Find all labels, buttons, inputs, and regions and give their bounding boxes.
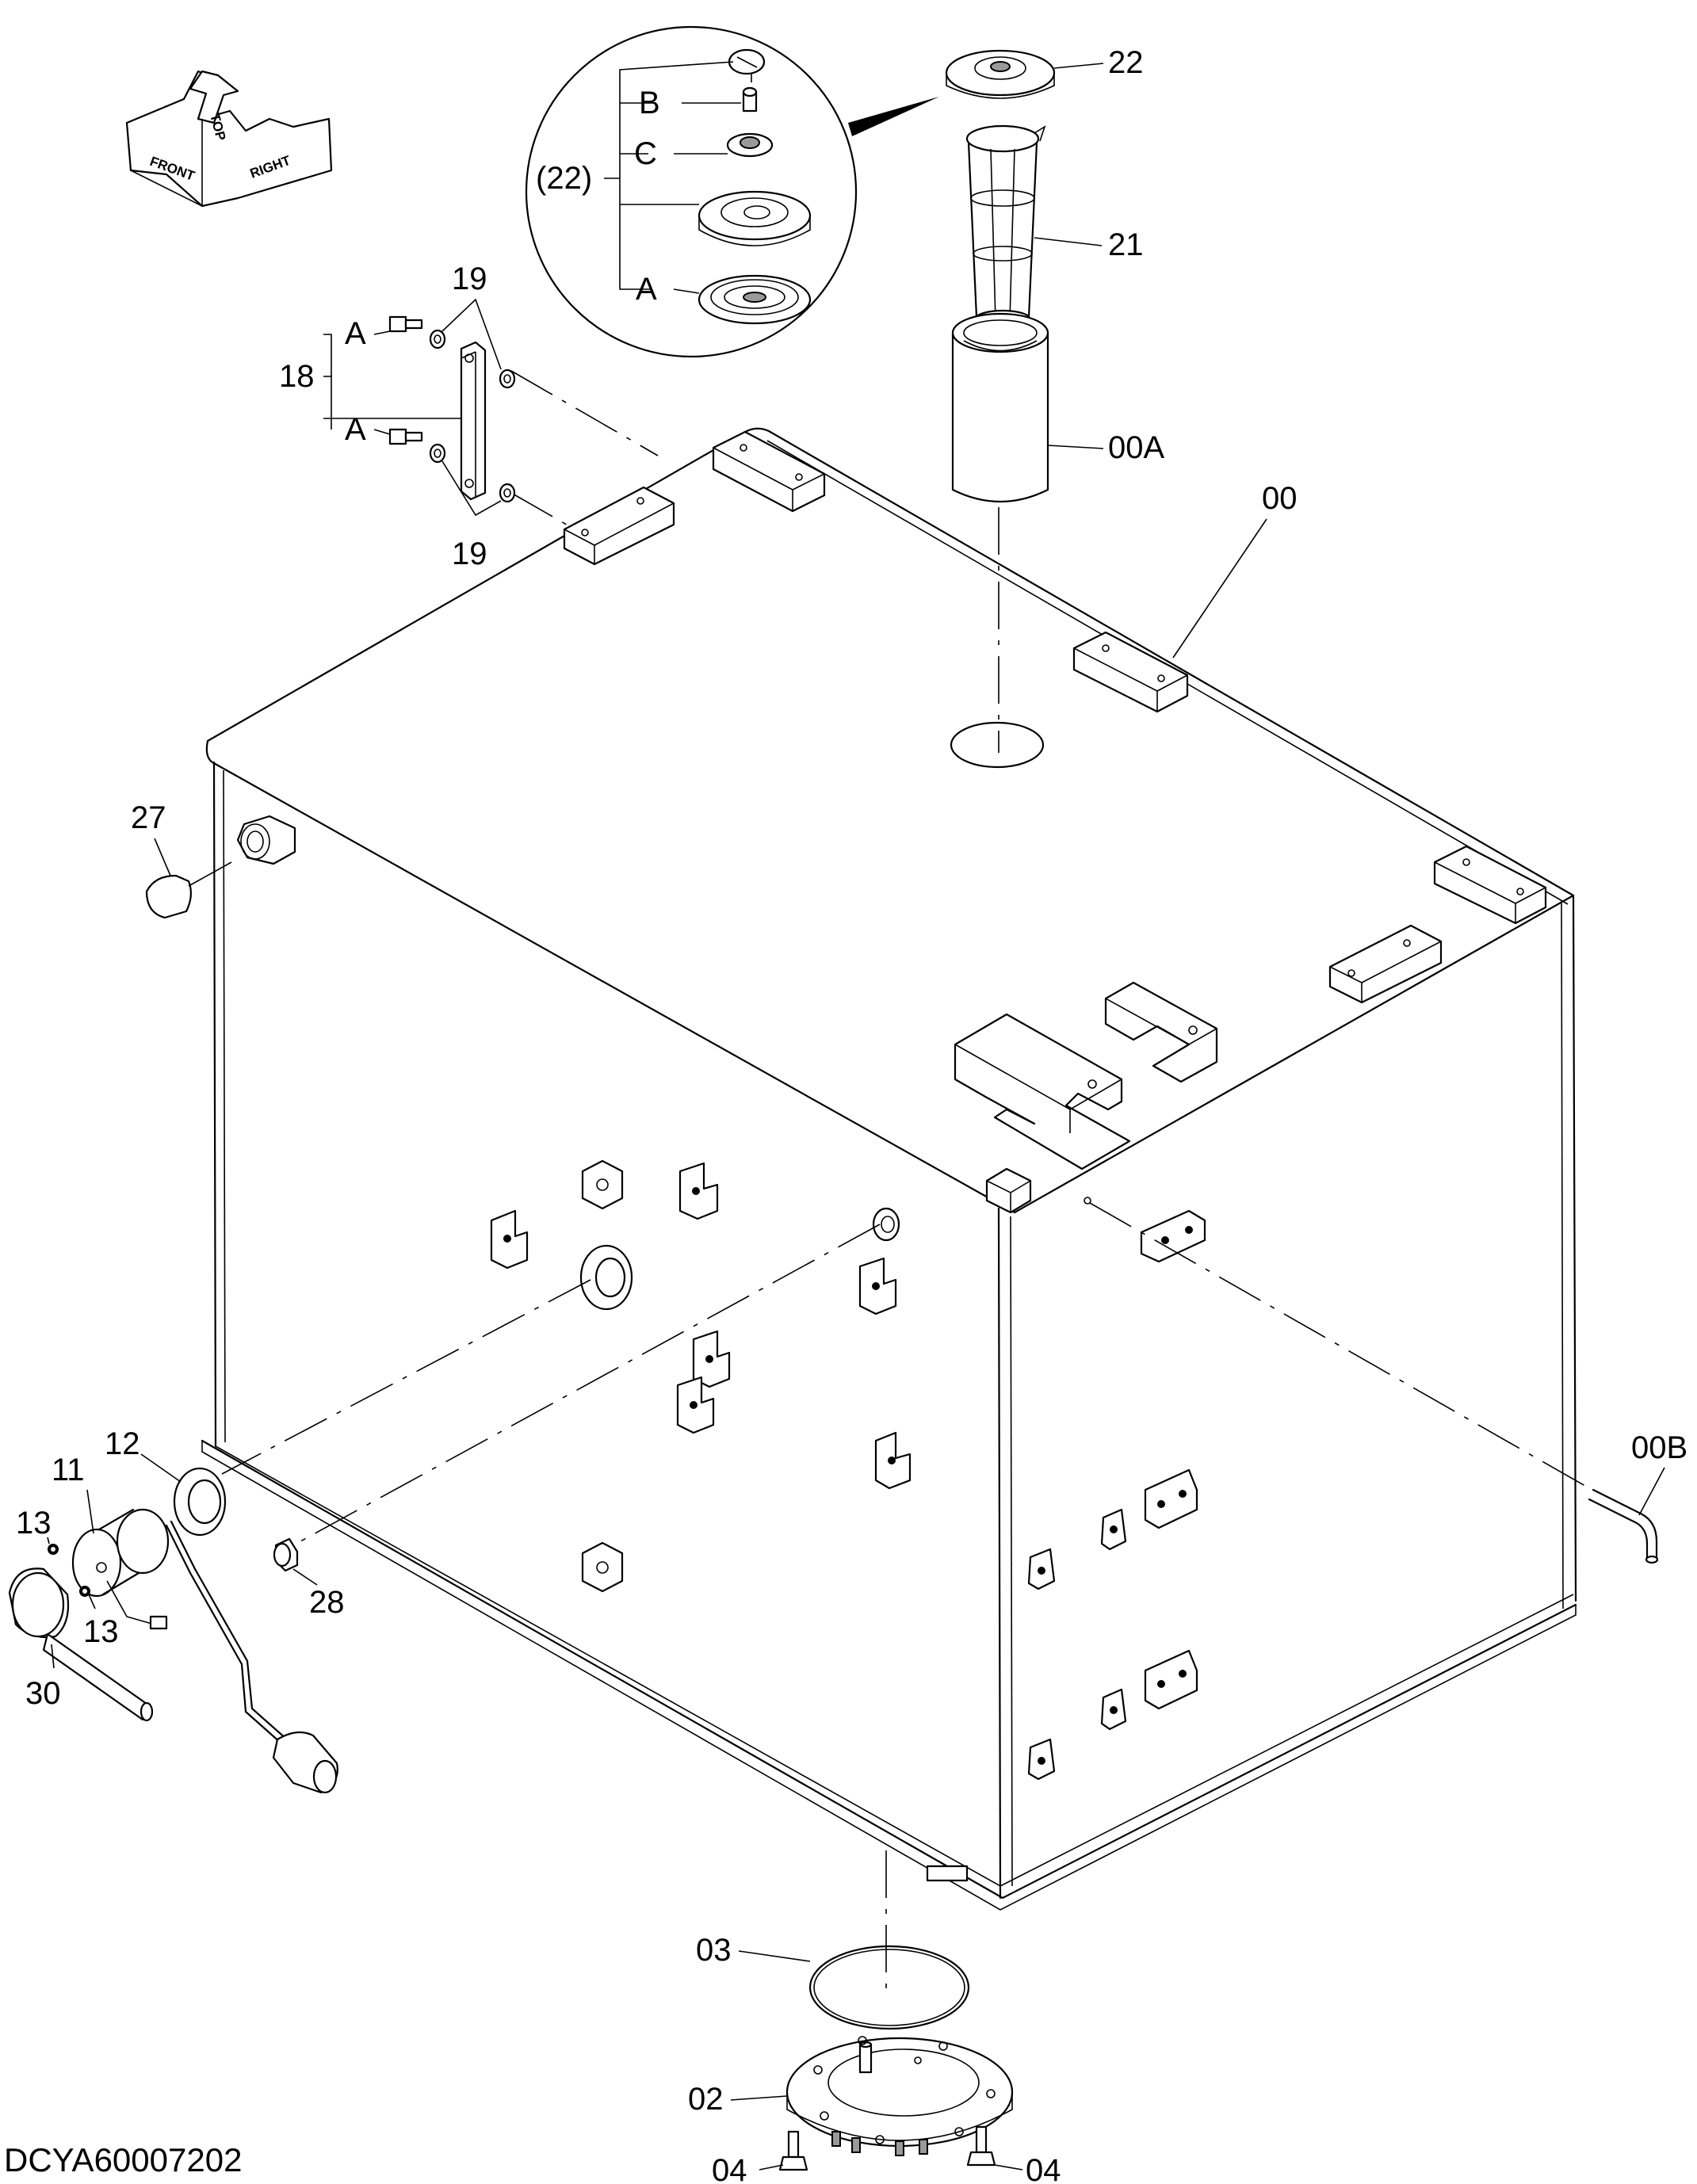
label-00B: 00B	[1631, 1430, 1687, 1465]
label-03: 03	[696, 1933, 732, 1968]
cover-02: 02	[688, 2036, 1014, 2156]
detail-view-22: B C (22) A	[525, 25, 939, 358]
float-gauge-11: 12 11 13 13 30	[8, 1426, 338, 1794]
label-19-top: 19	[452, 262, 487, 296]
strainer-21: 21	[965, 124, 1144, 328]
bolt-04-right: 04	[966, 2125, 1061, 2184]
bolt-04-left: 04	[712, 2130, 808, 2184]
pipe-00A: 00A	[951, 312, 1164, 503]
label-28: 28	[309, 1585, 345, 1620]
top-pad	[1072, 631, 1189, 713]
label-A-detail: A	[636, 272, 657, 307]
label-22: 22	[1108, 45, 1144, 80]
top-pad	[712, 430, 826, 513]
bolt-icon	[388, 428, 423, 445]
front-fitting	[1027, 1197, 1206, 1781]
bolt-icon	[388, 315, 423, 333]
top-pad	[1328, 924, 1443, 1004]
label-02: 02	[688, 2082, 724, 2117]
top-pad	[563, 486, 675, 566]
label-27: 27	[131, 800, 166, 835]
label-04-right: 04	[1026, 2153, 1061, 2184]
orientation-arrow-icon: FRONT TOP RIGHT	[125, 70, 333, 208]
label-21: 21	[1108, 227, 1144, 262]
hydraulic-tank	[201, 427, 1577, 1911]
label-18: 18	[279, 359, 315, 394]
top-opening	[950, 721, 1045, 769]
label-B: B	[639, 86, 660, 120]
label-13-bottom: 13	[83, 1614, 119, 1649]
label-00A: 00A	[1108, 430, 1164, 465]
top-pad	[985, 1167, 1032, 1214]
label-22-group: (22)	[536, 161, 592, 196]
label-19-bottom: 19	[452, 536, 487, 571]
screw-icon	[48, 1544, 59, 1555]
label-12: 12	[105, 1426, 140, 1461]
label-00: 00	[1262, 481, 1298, 516]
screw-icon	[79, 1586, 90, 1597]
o-ring-03: 03	[696, 1933, 970, 2030]
level-gauge-18: 19 19 A A 18	[279, 262, 516, 571]
cover-30: 30	[8, 1567, 154, 1722]
label-A-top: A	[345, 316, 366, 351]
drawing-code: DCYA60007202	[4, 2141, 242, 2178]
tank-label-00: 00	[1172, 481, 1298, 659]
assembly-centerlines	[221, 370, 1590, 1989]
top-bracket	[954, 981, 1218, 1170]
label-04-left: 04	[712, 2153, 747, 2184]
label-13-top: 13	[16, 1506, 52, 1541]
plug-27: 27	[131, 800, 296, 919]
pipe-00B: 00B	[1588, 1430, 1687, 1564]
side-fitting	[490, 1159, 912, 1593]
top-pad	[1433, 845, 1547, 925]
cap-22: 22	[945, 45, 1144, 99]
label-30: 30	[25, 1676, 61, 1711]
fitting-28: 28	[273, 1537, 345, 1620]
label-C: C	[634, 136, 657, 171]
label-A-bottom: A	[345, 412, 366, 447]
label-11: 11	[52, 1453, 85, 1487]
